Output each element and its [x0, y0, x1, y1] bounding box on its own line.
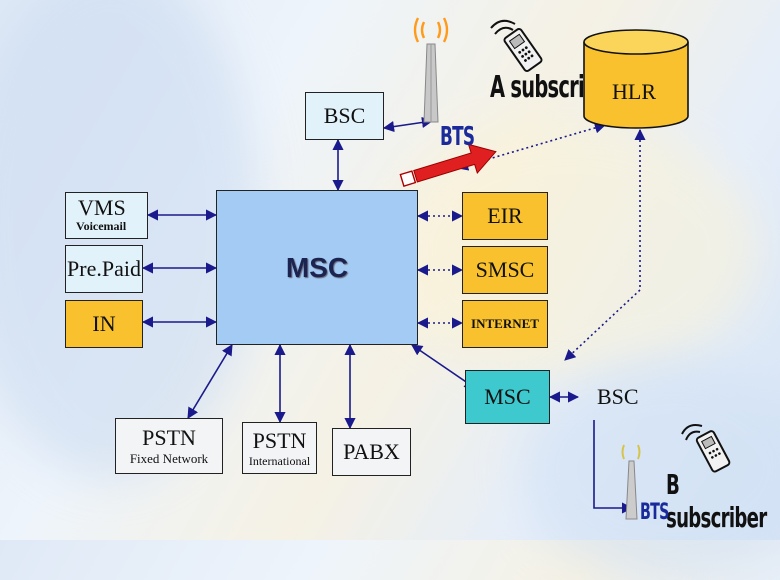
pstn-fixed-label: PSTN: [142, 425, 196, 450]
link-bscright-bts: [593, 420, 634, 514]
bts-bottom-label: BTS: [640, 500, 669, 525]
vms-label: VMS: [78, 195, 126, 220]
smsc-box[interactable]: SMSC: [462, 246, 548, 294]
msc-main-label: MSC: [285, 251, 349, 283]
pabx-box[interactable]: PABX: [332, 428, 411, 476]
pstn-fixed-box[interactable]: PSTN Fixed Network: [115, 418, 223, 474]
antenna-icon: [413, 17, 449, 123]
bsc-top-box[interactable]: BSC: [305, 92, 384, 140]
bts-top-label: BTS: [440, 122, 475, 152]
pstn-intl-label: PSTN: [252, 427, 307, 453]
pstn-intl-box[interactable]: PSTN International: [242, 422, 317, 474]
red-arrow-icon: [399, 143, 497, 187]
vms-sub-label: Voicemail: [76, 219, 127, 233]
mobile-phone-icon: [490, 19, 543, 72]
hlr-cylinder: [583, 29, 689, 129]
b-subscriber-label: B subscriber: [666, 468, 767, 534]
connection-lines: [141, 116, 646, 514]
prepaid-box[interactable]: Pre.Paid: [65, 245, 143, 293]
hlr-label: HLR: [612, 79, 656, 104]
msc-main-box[interactable]: MSC: [216, 190, 418, 345]
internet-box[interactable]: INTERNET: [462, 300, 548, 348]
link-msc-mscright: [411, 344, 476, 389]
vms-box[interactable]: VMS Voicemail: [65, 192, 148, 239]
link-msc-pstn-fixed: [187, 344, 233, 419]
mobile-phone-icon: [681, 424, 731, 473]
in-box[interactable]: IN: [65, 300, 143, 348]
link-hlr-mscright: [564, 128, 646, 361]
eir-box[interactable]: EIR: [462, 192, 548, 240]
msc-right-box[interactable]: MSC: [465, 370, 550, 424]
antenna-icon: [621, 444, 641, 520]
bsc-right-label: BSC: [597, 384, 639, 409]
pstn-intl-sub-label: International: [248, 453, 311, 468]
pstn-fixed-sub-label: Fixed Network: [129, 451, 209, 466]
